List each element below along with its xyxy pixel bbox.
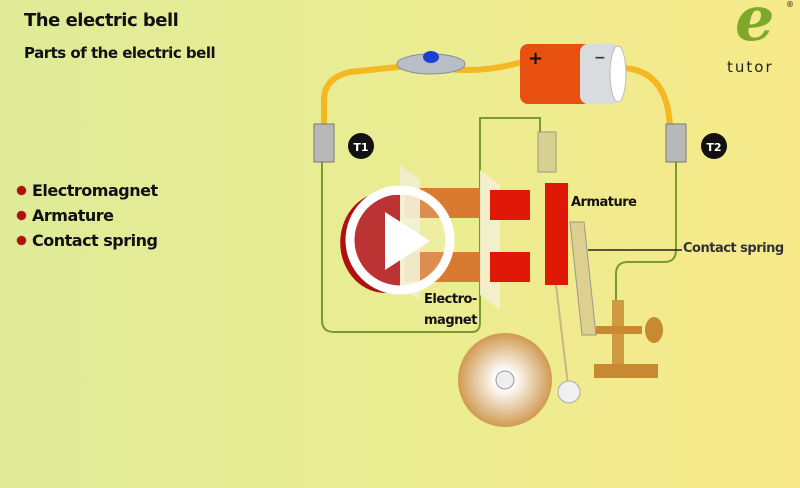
push-switch: [396, 51, 466, 75]
electromagnet-label-1: Electro-: [424, 292, 477, 307]
registered-mark: ®: [786, 0, 794, 9]
logo-text: tutor: [727, 58, 774, 76]
list-item-label: Electromagnet: [32, 181, 158, 200]
armature-label: Armature: [571, 195, 637, 210]
page-subtitle: Parts of the electric bell: [24, 44, 216, 62]
bullet-icon: [17, 236, 26, 245]
list-item-label: Armature: [32, 206, 114, 225]
hammer: [557, 380, 581, 404]
contact-spring: [569, 221, 597, 336]
play-button[interactable]: [345, 185, 455, 295]
list-item: Armature: [17, 206, 114, 225]
armature: [545, 183, 568, 285]
contact-block: [537, 131, 557, 173]
terminal-2: [665, 123, 687, 163]
adjusting-screw: [594, 300, 663, 378]
list-item: Contact spring: [17, 231, 158, 250]
list-item-label: Contact spring: [32, 231, 158, 250]
terminal-1-label: T1: [353, 141, 368, 154]
battery: [520, 44, 627, 104]
list-item: Electromagnet: [17, 181, 158, 200]
electromagnet-label-2: magnet: [424, 313, 477, 328]
battery-plus-label: +: [528, 48, 543, 69]
page-title: The electric bell: [24, 10, 179, 31]
bullet-icon: [17, 211, 26, 220]
battery-minus-label: −: [594, 50, 606, 66]
circuit-wires: [321, 117, 677, 333]
terminal-1-badge: [348, 133, 374, 159]
contact-spring-label: Contact spring: [683, 241, 784, 256]
terminal-1: [313, 123, 335, 163]
logo-letter: e: [735, 0, 775, 55]
terminal-2-label: T2: [706, 141, 721, 154]
terminal-2-badge: [701, 133, 727, 159]
bullet-icon: [17, 186, 26, 195]
play-icon[interactable]: [385, 212, 430, 270]
